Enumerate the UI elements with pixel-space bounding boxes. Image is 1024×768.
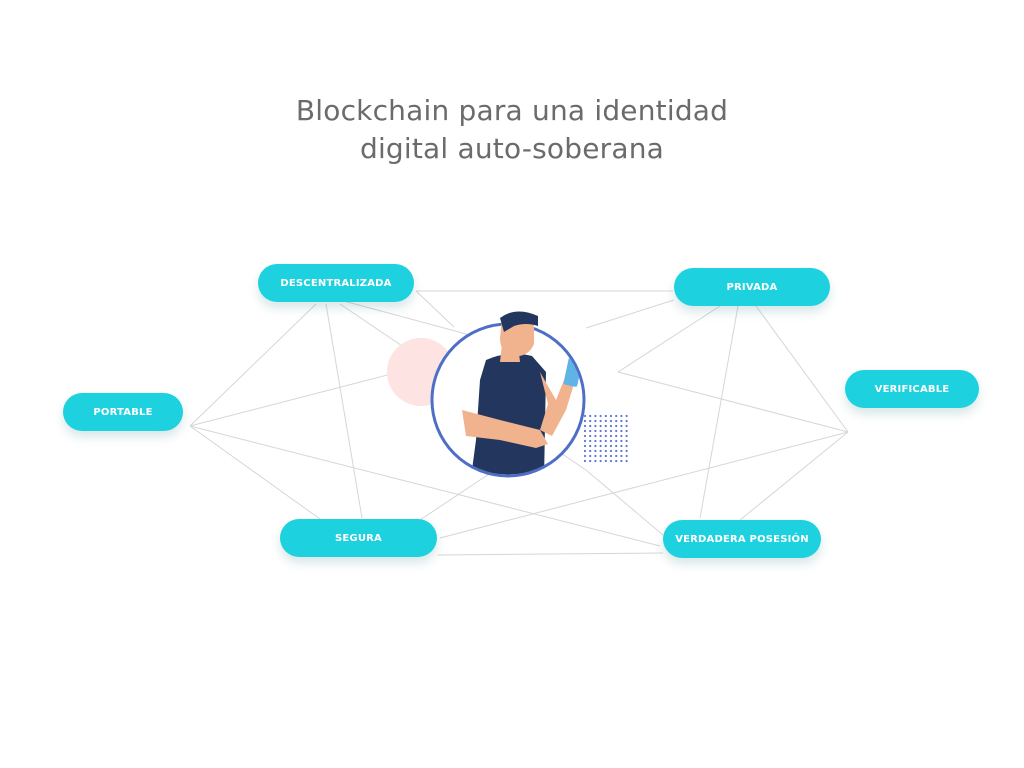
connection-line [437, 552, 664, 556]
connection-line [617, 305, 721, 373]
connection-line [755, 305, 849, 433]
node-label: VERIFICABLE [874, 383, 950, 395]
node-label: DESCENTRALIZADA [280, 277, 392, 289]
connection-line [585, 299, 675, 329]
node-label: VERDADERA POSESIÓN [675, 533, 809, 545]
node-verificable: VERIFICABLE [845, 370, 979, 408]
connection-line [189, 363, 431, 427]
connection-line [189, 303, 317, 427]
connection-line [189, 425, 661, 547]
connection-line [617, 371, 849, 433]
diagram-title: Blockchain para una identidad digital au… [0, 92, 1024, 168]
connection-line [419, 459, 511, 521]
node-portable: PORTABLE [63, 393, 183, 431]
node-verdadera-posesion: VERDADERA POSESIÓN [663, 520, 821, 558]
diagram-title-line-1: Blockchain para una identidad [295, 94, 729, 127]
node-descentralizada: DESCENTRALIZADA [258, 264, 414, 302]
connection-line [439, 431, 849, 539]
connection-line [739, 431, 849, 521]
node-label: PRIVADA [726, 281, 778, 293]
connection-line [189, 425, 321, 520]
node-segura: SEGURA [280, 519, 437, 557]
connection-line [585, 469, 664, 536]
node-label: SEGURA [334, 532, 382, 544]
connection-line [339, 303, 587, 471]
connection-line [415, 290, 455, 328]
diagram-title-line-2: digital auto-soberana [359, 132, 665, 165]
node-privada: PRIVADA [674, 268, 830, 306]
connection-line [325, 303, 363, 519]
node-label: PORTABLE [93, 406, 153, 418]
connection-line [699, 305, 739, 519]
